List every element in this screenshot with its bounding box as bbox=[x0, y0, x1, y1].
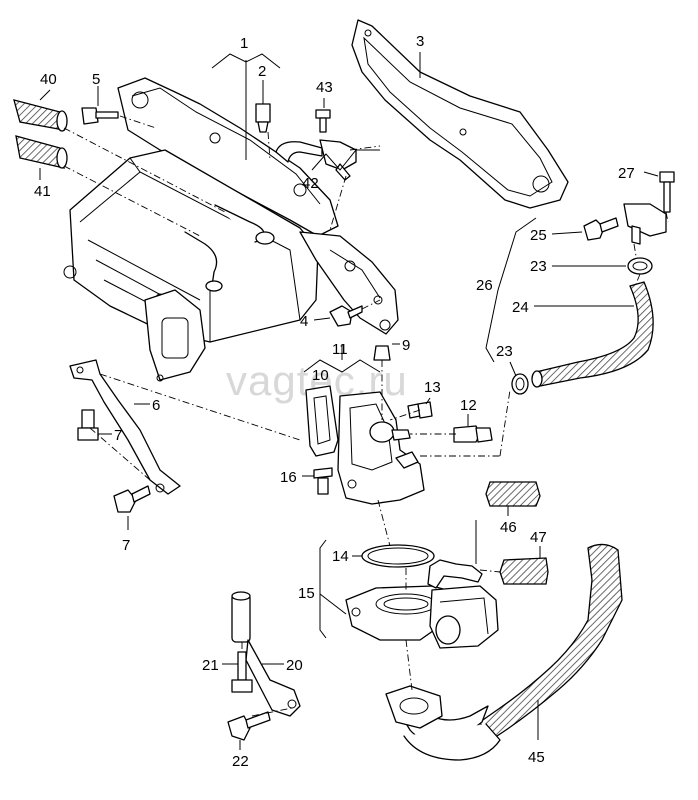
part-6-bracket[interactable] bbox=[69, 359, 181, 495]
leader-lines bbox=[39, 52, 659, 750]
part-24-hose[interactable] bbox=[531, 281, 654, 388]
callout-15: 15 bbox=[298, 585, 315, 602]
part-5-bolt[interactable] bbox=[81, 107, 119, 125]
callout-24: 24 bbox=[512, 299, 529, 316]
callout-40: 40 bbox=[40, 71, 57, 88]
callout-23-lower: 23 bbox=[496, 343, 513, 360]
part-14-o-ring[interactable] bbox=[361, 544, 435, 568]
part-47-hose[interactable] bbox=[499, 557, 549, 585]
part-45-pipe[interactable] bbox=[385, 543, 623, 761]
part-43-bolt[interactable] bbox=[315, 109, 331, 133]
callout-5: 5 bbox=[92, 71, 100, 88]
part-12-sensor[interactable] bbox=[453, 425, 493, 443]
part-23-clamp-upper[interactable] bbox=[627, 257, 653, 275]
callout-42: 42 bbox=[302, 175, 319, 192]
part-42-connector[interactable] bbox=[275, 139, 357, 181]
callout-46: 46 bbox=[500, 519, 517, 536]
callout-26: 26 bbox=[476, 277, 493, 294]
assembly-lines bbox=[63, 115, 669, 717]
callout-4: 4 bbox=[300, 313, 308, 330]
callout-14: 14 bbox=[332, 548, 349, 565]
part-40-hose[interactable] bbox=[13, 99, 68, 132]
callout-41: 41 bbox=[34, 183, 51, 200]
callout-6: 6 bbox=[152, 397, 160, 414]
pressure-sensor[interactable] bbox=[623, 203, 667, 245]
part-16-bolt[interactable] bbox=[313, 467, 333, 495]
callout-7-upper: 7 bbox=[114, 427, 122, 444]
part-20-bracket[interactable] bbox=[231, 591, 301, 717]
part-4-bolt[interactable] bbox=[329, 305, 363, 327]
part-25-bolt[interactable] bbox=[583, 217, 619, 241]
callout-3: 3 bbox=[416, 33, 424, 50]
part-1-egr-cooler[interactable] bbox=[63, 77, 399, 382]
part-9-plug[interactable] bbox=[373, 345, 391, 361]
callout-23-upper: 23 bbox=[530, 258, 547, 275]
callout-10: 10 bbox=[312, 367, 329, 384]
callout-13: 13 bbox=[424, 379, 441, 396]
part-21-bolt[interactable] bbox=[231, 651, 253, 693]
callout-43: 43 bbox=[316, 79, 333, 96]
callout-22: 22 bbox=[232, 753, 249, 770]
part-10-gasket[interactable] bbox=[305, 385, 339, 457]
part-41-hose[interactable] bbox=[15, 135, 68, 169]
callout-9: 9 bbox=[402, 337, 410, 354]
part-11-valve-housing[interactable] bbox=[337, 391, 425, 505]
part-7-bolt-upper[interactable] bbox=[77, 409, 99, 441]
callout-21: 21 bbox=[202, 657, 219, 674]
callout-12: 12 bbox=[460, 397, 477, 414]
callout-27: 27 bbox=[618, 165, 635, 182]
callout-25: 25 bbox=[530, 227, 547, 244]
part-27-bolt[interactable] bbox=[659, 171, 675, 213]
part-3-gasket[interactable] bbox=[351, 19, 569, 209]
callout-labels: 1 2 3 4 5 6 7 7 9 10 11 12 13 14 15 16 2… bbox=[34, 33, 635, 770]
part-15-egr-valve[interactable] bbox=[345, 559, 499, 649]
callout-1: 1 bbox=[240, 35, 248, 52]
part-46-hose[interactable] bbox=[485, 481, 541, 507]
callout-2: 2 bbox=[258, 63, 266, 80]
callout-16: 16 bbox=[280, 469, 297, 486]
part-22-bolt[interactable] bbox=[227, 711, 271, 741]
callout-11: 11 bbox=[332, 341, 348, 358]
callout-20: 20 bbox=[286, 657, 303, 674]
callout-45: 45 bbox=[528, 749, 545, 766]
callout-47: 47 bbox=[530, 529, 547, 546]
part-7-bolt-lower[interactable] bbox=[113, 485, 151, 513]
callout-7-lower: 7 bbox=[122, 537, 130, 554]
part-2-sensor[interactable] bbox=[255, 103, 271, 133]
part-23-clamp-lower[interactable] bbox=[511, 373, 529, 395]
